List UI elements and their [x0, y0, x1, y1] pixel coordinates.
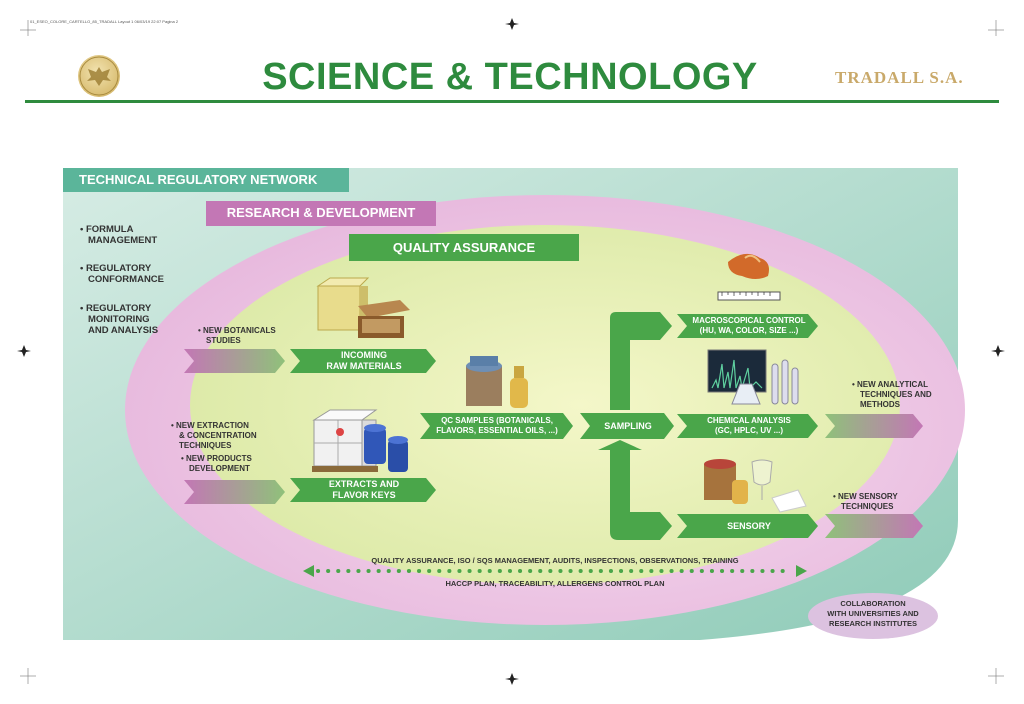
label-new-analytical: • NEW ANALYTICAL TECHNIQUES AND METHODS	[852, 380, 932, 409]
incoming-raw-materials-arrow	[290, 349, 436, 373]
logo	[78, 55, 120, 97]
haccp-text: HACCP PLAN, TRACEABILITY, ALLERGENS CONT…	[445, 579, 665, 588]
technical-regulatory-network-header: TECHNICAL REGULATORY NETWORK	[63, 168, 349, 192]
sensory-label: SENSORY	[727, 521, 771, 531]
new-sensory-arrow	[825, 514, 923, 538]
bat-emblem-icon	[79, 56, 119, 96]
label-new-products: • NEW PRODUCTS DEVELOPMENT	[181, 454, 252, 473]
new-analytical-arrow	[825, 414, 923, 438]
sample-jars-icon	[466, 356, 528, 408]
extracts-flavor-keys-arrow	[290, 478, 436, 502]
bullet-regulatory-monitoring: • REGULATORY MONITORING AND ANALYSIS	[80, 303, 159, 336]
collaboration-badge	[808, 593, 938, 639]
botanical-sample-icon	[717, 253, 781, 301]
title-rule	[25, 100, 999, 103]
qc-samples-label: QC SAMPLES (BOTANICALS,FLAVORS, ESSENTIA…	[436, 416, 558, 435]
macroscopical-control-arrow	[677, 314, 818, 338]
sampling-branch-down	[598, 440, 672, 540]
print-slug: 01_ESEO_COLORE_CARTELLO_85_TRADALL Layou…	[30, 19, 179, 24]
chromatogram-screen-icon	[707, 349, 767, 393]
bullet-formula-management: • FORMULA MANAGEMENT	[80, 224, 158, 246]
sampling-branch-up	[610, 312, 672, 410]
sensory-arrow	[677, 514, 818, 538]
quality-assurance-header: QUALITY ASSURANCE	[349, 234, 579, 261]
new-extraction-arrow	[184, 480, 285, 504]
bullet-regulatory-conformance: • REGULATORY CONFORMANCE	[80, 263, 164, 285]
qc-samples-arrow	[420, 413, 573, 439]
label-new-botanicals: • NEW BOTANICALS STUDIES	[198, 326, 276, 345]
page-title: SCIENCE & TECHNOLOGY	[262, 56, 758, 98]
tasting-glass-icon	[751, 459, 807, 513]
research-development-header: RESEARCH & DEVELOPMENT	[206, 201, 436, 226]
sensory-jar-icon	[704, 459, 748, 504]
chemical-analysis-arrow	[677, 414, 818, 438]
new-botanicals-arrow	[184, 349, 285, 373]
sampling-label: SAMPLING	[604, 421, 652, 431]
wooden-crate-icon	[358, 300, 410, 338]
test-tubes-icon	[731, 359, 799, 405]
macroscopical-control-label: MACROSCOPICAL CONTROL(HU, WA, COLOR, SIZ…	[692, 316, 806, 335]
label-new-extraction: • NEW EXTRACTION & CONCENTRATION TECHNIQ…	[171, 421, 257, 450]
raw-material-bag-icon	[316, 277, 370, 331]
collaboration-text: COLLABORATION WITH UNIVERSITIES AND RESE…	[827, 599, 919, 628]
qa-activities-text: QUALITY ASSURANCE, ISO / SQS MANAGEMENT,…	[371, 556, 739, 565]
blue-drums-icon	[364, 424, 408, 472]
chemical-analysis-label: CHEMICAL ANALYSIS(GC, HPLC, UV ...)	[707, 416, 791, 435]
sampling-arrow	[580, 413, 674, 439]
label-new-sensory: • NEW SENSORY TECHNIQUES	[833, 492, 898, 511]
brand-name: TRADALL S.A.	[835, 68, 964, 87]
